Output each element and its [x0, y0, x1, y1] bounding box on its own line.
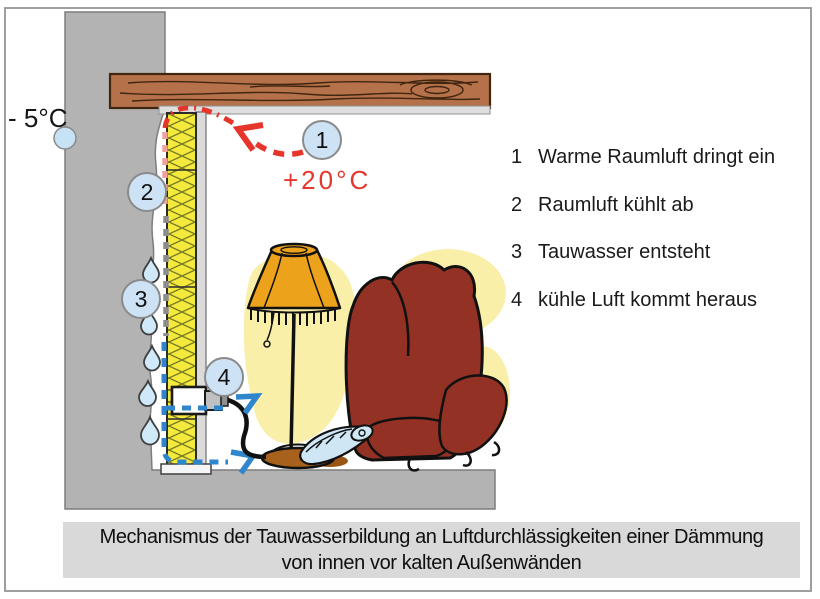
caption-line-2: von innen vor kalten Außenwänden [281, 552, 582, 574]
legend-item-number: 2 [511, 194, 523, 216]
legend-item-number: 3 [511, 241, 523, 263]
marker-4: 4 [204, 357, 244, 397]
lamp-fringe [250, 309, 336, 326]
legend-item: 3 Tauwasser entsteht [511, 241, 710, 264]
legend-item-label: kühle Luft kommt heraus [538, 289, 757, 311]
caption-box: Mechanismus der Tauwasserbildung an Luft… [63, 522, 800, 578]
cool-air-arrow-socket [235, 392, 263, 415]
armchair-armrest [438, 374, 508, 456]
batt-joints [167, 169, 196, 420]
armchair-feet [407, 440, 501, 472]
thermometer-bulb [53, 126, 77, 150]
water-drop [138, 378, 157, 407]
armchair [344, 260, 508, 472]
bottom-plate [160, 463, 212, 475]
caption-line-1: Mechanismus der Tauwasserbildung an Luft… [99, 526, 764, 548]
newspaper [299, 424, 374, 466]
cool-air-branch [166, 392, 263, 415]
lamp-pole [289, 313, 296, 453]
power-cable [227, 397, 267, 460]
water-drop [143, 343, 161, 372]
legend-item-number: 1 [511, 146, 523, 168]
ceiling-board [158, 105, 491, 115]
water-drop [140, 414, 160, 446]
outside-temp-label: - 5°C [8, 103, 68, 133]
warm-air-arrowhead [232, 122, 264, 152]
legend-item: 1 Warme Raumluft dringt ein [511, 146, 775, 169]
inside-temp-label: +20°C [283, 165, 372, 195]
water-drops [138, 255, 161, 446]
legend-item-number: 4 [511, 289, 523, 311]
marker-2: 2 [127, 172, 167, 212]
marker-1: 1 [302, 120, 342, 160]
legend-item: 2 Raumluft kühlt ab [511, 194, 694, 217]
lamp-pull-chain [266, 311, 275, 341]
wood-beam [108, 72, 492, 110]
marker-3: 3 [121, 279, 161, 319]
warm-air-arrow [162, 105, 304, 158]
legend-item-label: Warme Raumluft dringt ein [538, 146, 776, 168]
floor-lamp [246, 242, 348, 470]
insulation-column [160, 111, 212, 475]
lamp-shade-cap [269, 242, 319, 258]
legend-item-label: Tauwasser entsteht [538, 241, 711, 263]
legend-item: 4 kühle Luft kommt heraus [511, 289, 757, 312]
water-drop [140, 307, 158, 336]
legend-item-label: Raumluft kühlt ab [538, 194, 694, 216]
